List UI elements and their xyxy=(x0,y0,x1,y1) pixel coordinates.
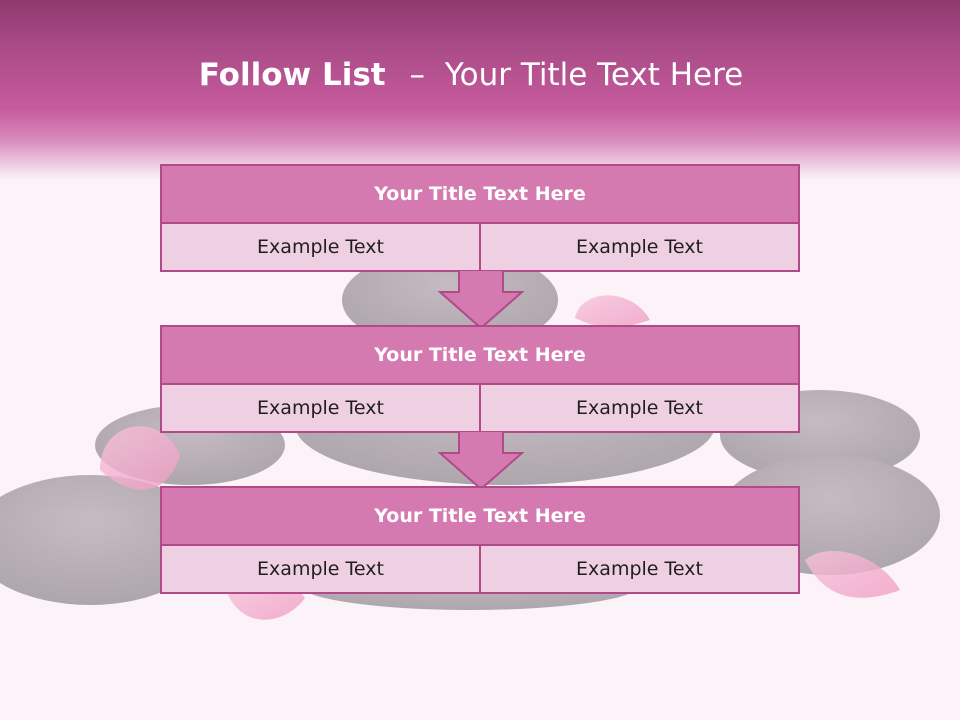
stone xyxy=(0,475,210,605)
block-cell-left: Example Text xyxy=(162,385,479,431)
block-cell-right: Example Text xyxy=(479,546,798,592)
header-band xyxy=(0,0,960,180)
petals xyxy=(100,295,900,620)
list-block-2: Your Title Text Here Example Text Exampl… xyxy=(160,325,800,433)
title-bold: Follow List xyxy=(198,57,386,93)
block-title: Your Title Text Here xyxy=(162,488,798,546)
block-cell-right: Example Text xyxy=(479,385,798,431)
block-row: Example Text Example Text xyxy=(162,224,798,270)
block-cell-left: Example Text xyxy=(162,224,479,270)
block-cell-right: Example Text xyxy=(479,224,798,270)
down-arrow-icon xyxy=(438,270,524,330)
title-dash: – xyxy=(409,57,425,93)
list-block-1: Your Title Text Here Example Text Exampl… xyxy=(160,164,800,272)
block-cell-left: Example Text xyxy=(162,546,479,592)
title-rest: Your Title Text Here xyxy=(444,57,744,93)
down-arrow-icon xyxy=(438,431,524,491)
petal xyxy=(575,295,650,328)
petal xyxy=(100,426,180,490)
petal xyxy=(805,551,900,598)
block-row: Example Text Example Text xyxy=(162,546,798,592)
list-block-3: Your Title Text Here Example Text Exampl… xyxy=(160,486,800,594)
block-title: Your Title Text Here xyxy=(162,166,798,224)
page-title: Follow List – Your Title Text Here xyxy=(0,52,942,98)
block-row: Example Text Example Text xyxy=(162,385,798,431)
block-title: Your Title Text Here xyxy=(162,327,798,385)
